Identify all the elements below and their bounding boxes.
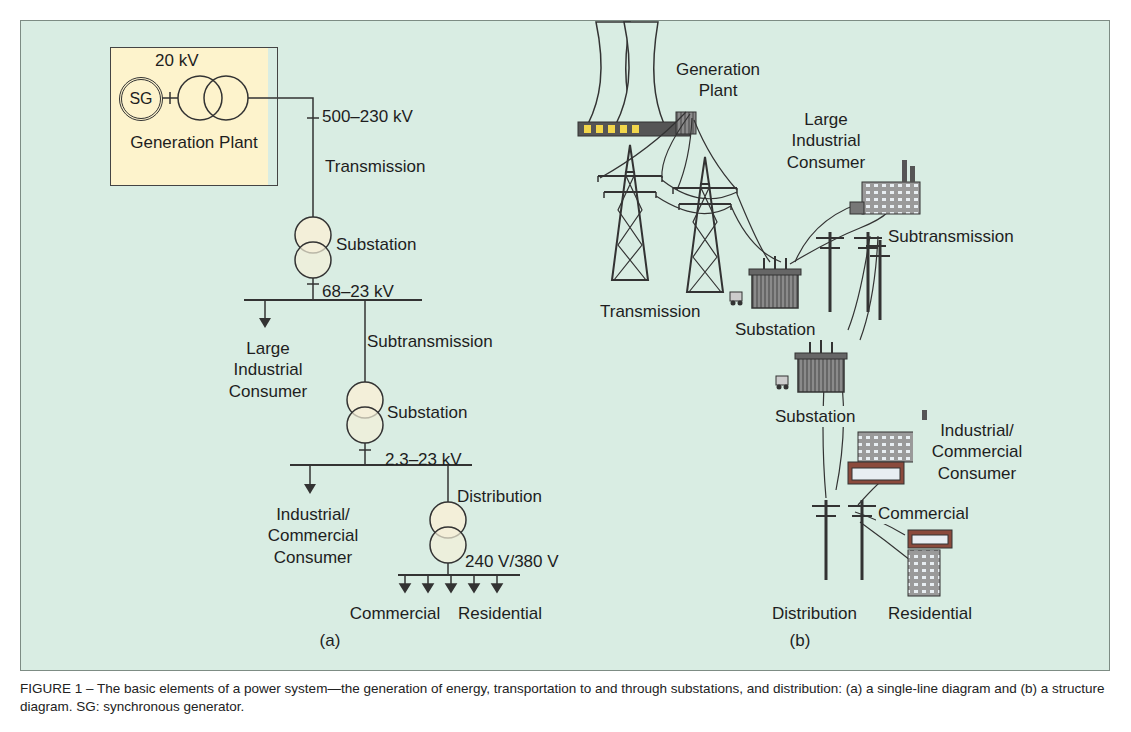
panel-letter: (a) [320, 630, 341, 651]
part-label: Large Industrial Consumer [212, 338, 324, 402]
part-label: Residential [886, 603, 974, 624]
part-label: Substation [387, 402, 467, 423]
part-label: Subtransmission [367, 331, 493, 352]
part-label: Industrial/ Commercial Consumer [913, 420, 1041, 484]
part-label: Substation [733, 319, 817, 340]
part-label: Commercial [350, 603, 441, 624]
figure-caption: FIGURE 1 – The basic elements of a power… [20, 680, 1110, 716]
plant-box: 20 kV Generation Plant SG [110, 47, 278, 186]
part-label: Residential [458, 603, 542, 624]
node-text: SG [122, 89, 160, 109]
part-label: Transmission [598, 301, 702, 322]
voltage-label: 500–230 kV [322, 106, 413, 127]
part-label: Industrial/ Commercial Consumer [247, 504, 379, 568]
part-label: Transmission [325, 156, 425, 177]
part-label: Subtransmission [886, 226, 1016, 247]
part-label: Substation [336, 234, 416, 255]
generator-circle: SG [119, 77, 163, 121]
voltage-label: 240 V/380 V [465, 551, 559, 572]
part-label: Large Industrial Consumer [768, 109, 884, 173]
part-label: Generation Plant [664, 59, 772, 102]
part-label: Commercial [876, 503, 971, 524]
part-label: Substation [773, 406, 857, 427]
voltage-label: 2.3–23 kV [385, 449, 462, 470]
part-label: Distribution [457, 486, 542, 507]
panel-letter: (b) [790, 630, 811, 651]
node-text: Generation Plant [111, 132, 277, 153]
voltage-label: 68–23 kV [322, 281, 394, 302]
part-label: Distribution [770, 603, 859, 624]
node-text: 20 kV [155, 50, 198, 71]
